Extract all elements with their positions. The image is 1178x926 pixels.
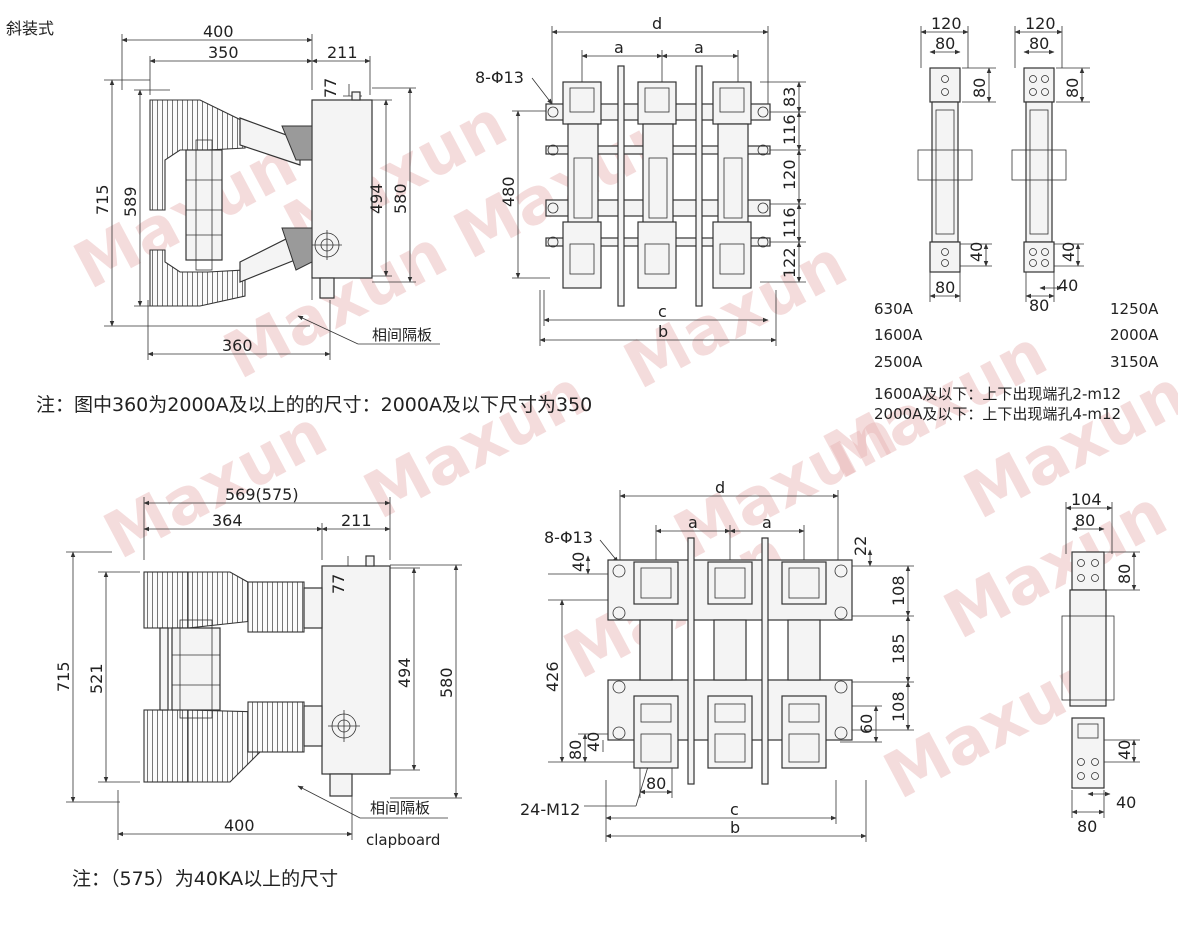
dim-521: 521 [87, 663, 106, 694]
view-terminals-top [917, 26, 1090, 302]
dim-d: d [652, 14, 662, 33]
dim-120-a: 120 [931, 14, 962, 33]
dim-104: 104 [1071, 490, 1102, 509]
label-clapboard: clapboard [366, 831, 440, 849]
pole-3 [712, 81, 752, 289]
holes-note-1: 1600A及以下：上下出现端孔2-m12 [874, 385, 1121, 403]
rating-1600a: 1600A [874, 326, 923, 344]
dim-b-b: b [730, 818, 740, 837]
dim-480: 480 [499, 176, 518, 207]
label-holes: 8-Φ13 [475, 68, 524, 87]
dim-715-b: 715 [54, 661, 73, 692]
dim-122: 122 [780, 247, 799, 278]
rating-630a: 630A [874, 300, 914, 318]
dim-40-e: 40 [584, 732, 603, 752]
dim-a-2: a [694, 38, 704, 57]
dim-a-b1: a [688, 513, 698, 532]
dim-80-d: 80 [1029, 296, 1049, 315]
label-partition-b: 相间隔板 [370, 799, 430, 817]
dim-83: 83 [780, 87, 799, 107]
dim-80-f: 80 [646, 774, 666, 793]
svg-text:Maxun: Maxun [93, 396, 339, 574]
dim-80-b: 80 [1029, 34, 1049, 53]
dim-580-b: 580 [437, 667, 456, 698]
view-side-bottom [66, 497, 462, 840]
dim-77-b: 77 [329, 574, 348, 594]
dim-60: 60 [857, 714, 876, 734]
dim-116-a: 116 [780, 114, 799, 145]
title-slanted-mount: 斜装式 [6, 19, 54, 38]
dim-80-a-v: 80 [970, 78, 989, 98]
holes-note-2: 2000A及以下：上下出现端孔4-m12 [874, 405, 1121, 423]
dim-120: 120 [780, 159, 799, 190]
dim-80-b-v: 80 [1063, 78, 1082, 98]
dim-120-b: 120 [1025, 14, 1056, 33]
dim-580: 580 [391, 183, 410, 214]
dim-426: 426 [543, 661, 562, 692]
dim-211: 211 [327, 43, 358, 62]
pole-bottom-3 [781, 561, 827, 769]
rating-3150a: 3150A [1110, 353, 1159, 371]
dim-360: 360 [222, 336, 253, 355]
dim-b: b [658, 322, 668, 341]
dim-185: 185 [889, 633, 908, 664]
dim-c-b: c [730, 800, 739, 819]
dim-116-b: 116 [780, 207, 799, 238]
pole-bottom-1 [633, 561, 679, 769]
dim-40-c2: 40 [569, 552, 588, 572]
dim-80-c: 80 [935, 278, 955, 297]
label-m12: 24-M12 [520, 800, 580, 819]
dim-211-b: 211 [341, 511, 372, 530]
view-side-slanted [104, 34, 440, 360]
svg-text:Maxun: Maxun [933, 476, 1178, 654]
dim-494-b: 494 [395, 657, 414, 688]
dim-400: 400 [203, 22, 234, 41]
note-top: 注：图中360为2000A及以上的的尺寸：2000A及以下尺寸为350 [36, 394, 593, 416]
dim-108-b: 108 [889, 691, 908, 722]
rating-2500a: 2500A [874, 353, 923, 371]
dim-22: 22 [851, 536, 870, 556]
dim-494: 494 [367, 183, 386, 214]
dim-108-a: 108 [889, 575, 908, 606]
view-terminal-bottom [1061, 502, 1140, 818]
dim-40-g: 40 [1115, 740, 1134, 760]
labels: 斜装式 400 350 211 77 715 589 494 580 360 相… [6, 14, 1159, 849]
dim-80-a: 80 [935, 34, 955, 53]
dim-40-a: 40 [967, 242, 986, 262]
dim-80-e: 80 [566, 740, 585, 760]
dim-715: 715 [93, 184, 112, 215]
dim-364: 364 [212, 511, 243, 530]
label-holes-b: 8-Φ13 [544, 528, 593, 547]
dim-589: 589 [121, 186, 140, 217]
dim-40-c: 40 [1058, 276, 1078, 295]
rating-2000a: 2000A [1110, 326, 1159, 344]
dim-569: 569(575) [225, 485, 299, 504]
dim-350: 350 [208, 43, 239, 62]
dim-a-b2: a [762, 513, 772, 532]
view-front-bottom [548, 490, 914, 842]
rating-1250a: 1250A [1110, 300, 1159, 318]
view-front-top [512, 26, 806, 346]
dim-d-b: d [715, 478, 725, 497]
pole-2 [637, 81, 677, 289]
dim-c: c [658, 302, 667, 321]
pole-bottom-2 [707, 561, 753, 769]
dim-40-h: 40 [1116, 793, 1136, 812]
label-partition: 相间隔板 [372, 326, 432, 344]
dim-40-b: 40 [1059, 242, 1078, 262]
dim-80-h: 80 [1077, 817, 1097, 836]
pole-1 [562, 81, 602, 289]
dim-80-g-v: 80 [1115, 564, 1134, 584]
dim-400-b: 400 [224, 816, 255, 835]
dim-77: 77 [321, 78, 340, 98]
note-bottom: 注：（575）为40KA以上的尺寸 [72, 868, 339, 890]
dim-a-1: a [614, 38, 624, 57]
dim-80-g: 80 [1075, 511, 1095, 530]
